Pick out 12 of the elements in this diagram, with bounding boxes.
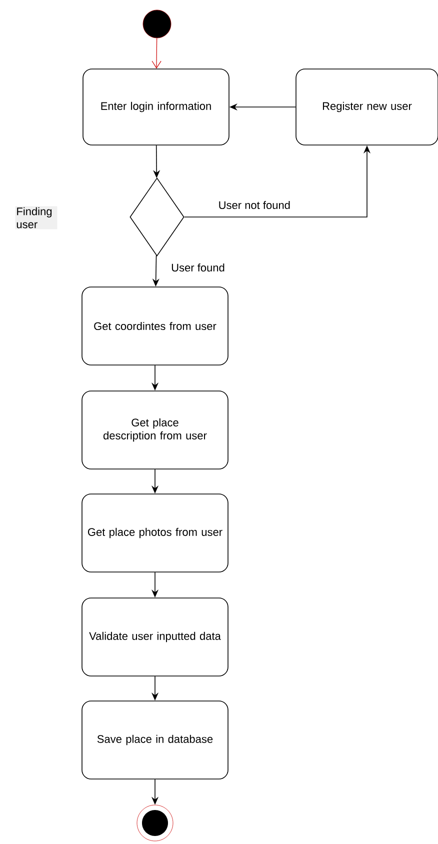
activity-box: Register new user: [296, 68, 438, 146]
arrow: [152, 38, 162, 69]
end-node: [136, 804, 174, 842]
activity-box: Enter login information: [82, 68, 230, 146]
note-label: Finding user: [15, 206, 58, 230]
activity-box: Save place in database: [82, 700, 228, 780]
activity-box: Validate user inputted data: [82, 598, 228, 676]
activity-box: Get coordintes from user: [82, 286, 228, 366]
start-node: [142, 10, 172, 38]
activity-box: Get place photos from user: [82, 494, 228, 572]
activity-box: Get place description from user: [82, 390, 228, 470]
edge-label: User found: [170, 262, 226, 273]
